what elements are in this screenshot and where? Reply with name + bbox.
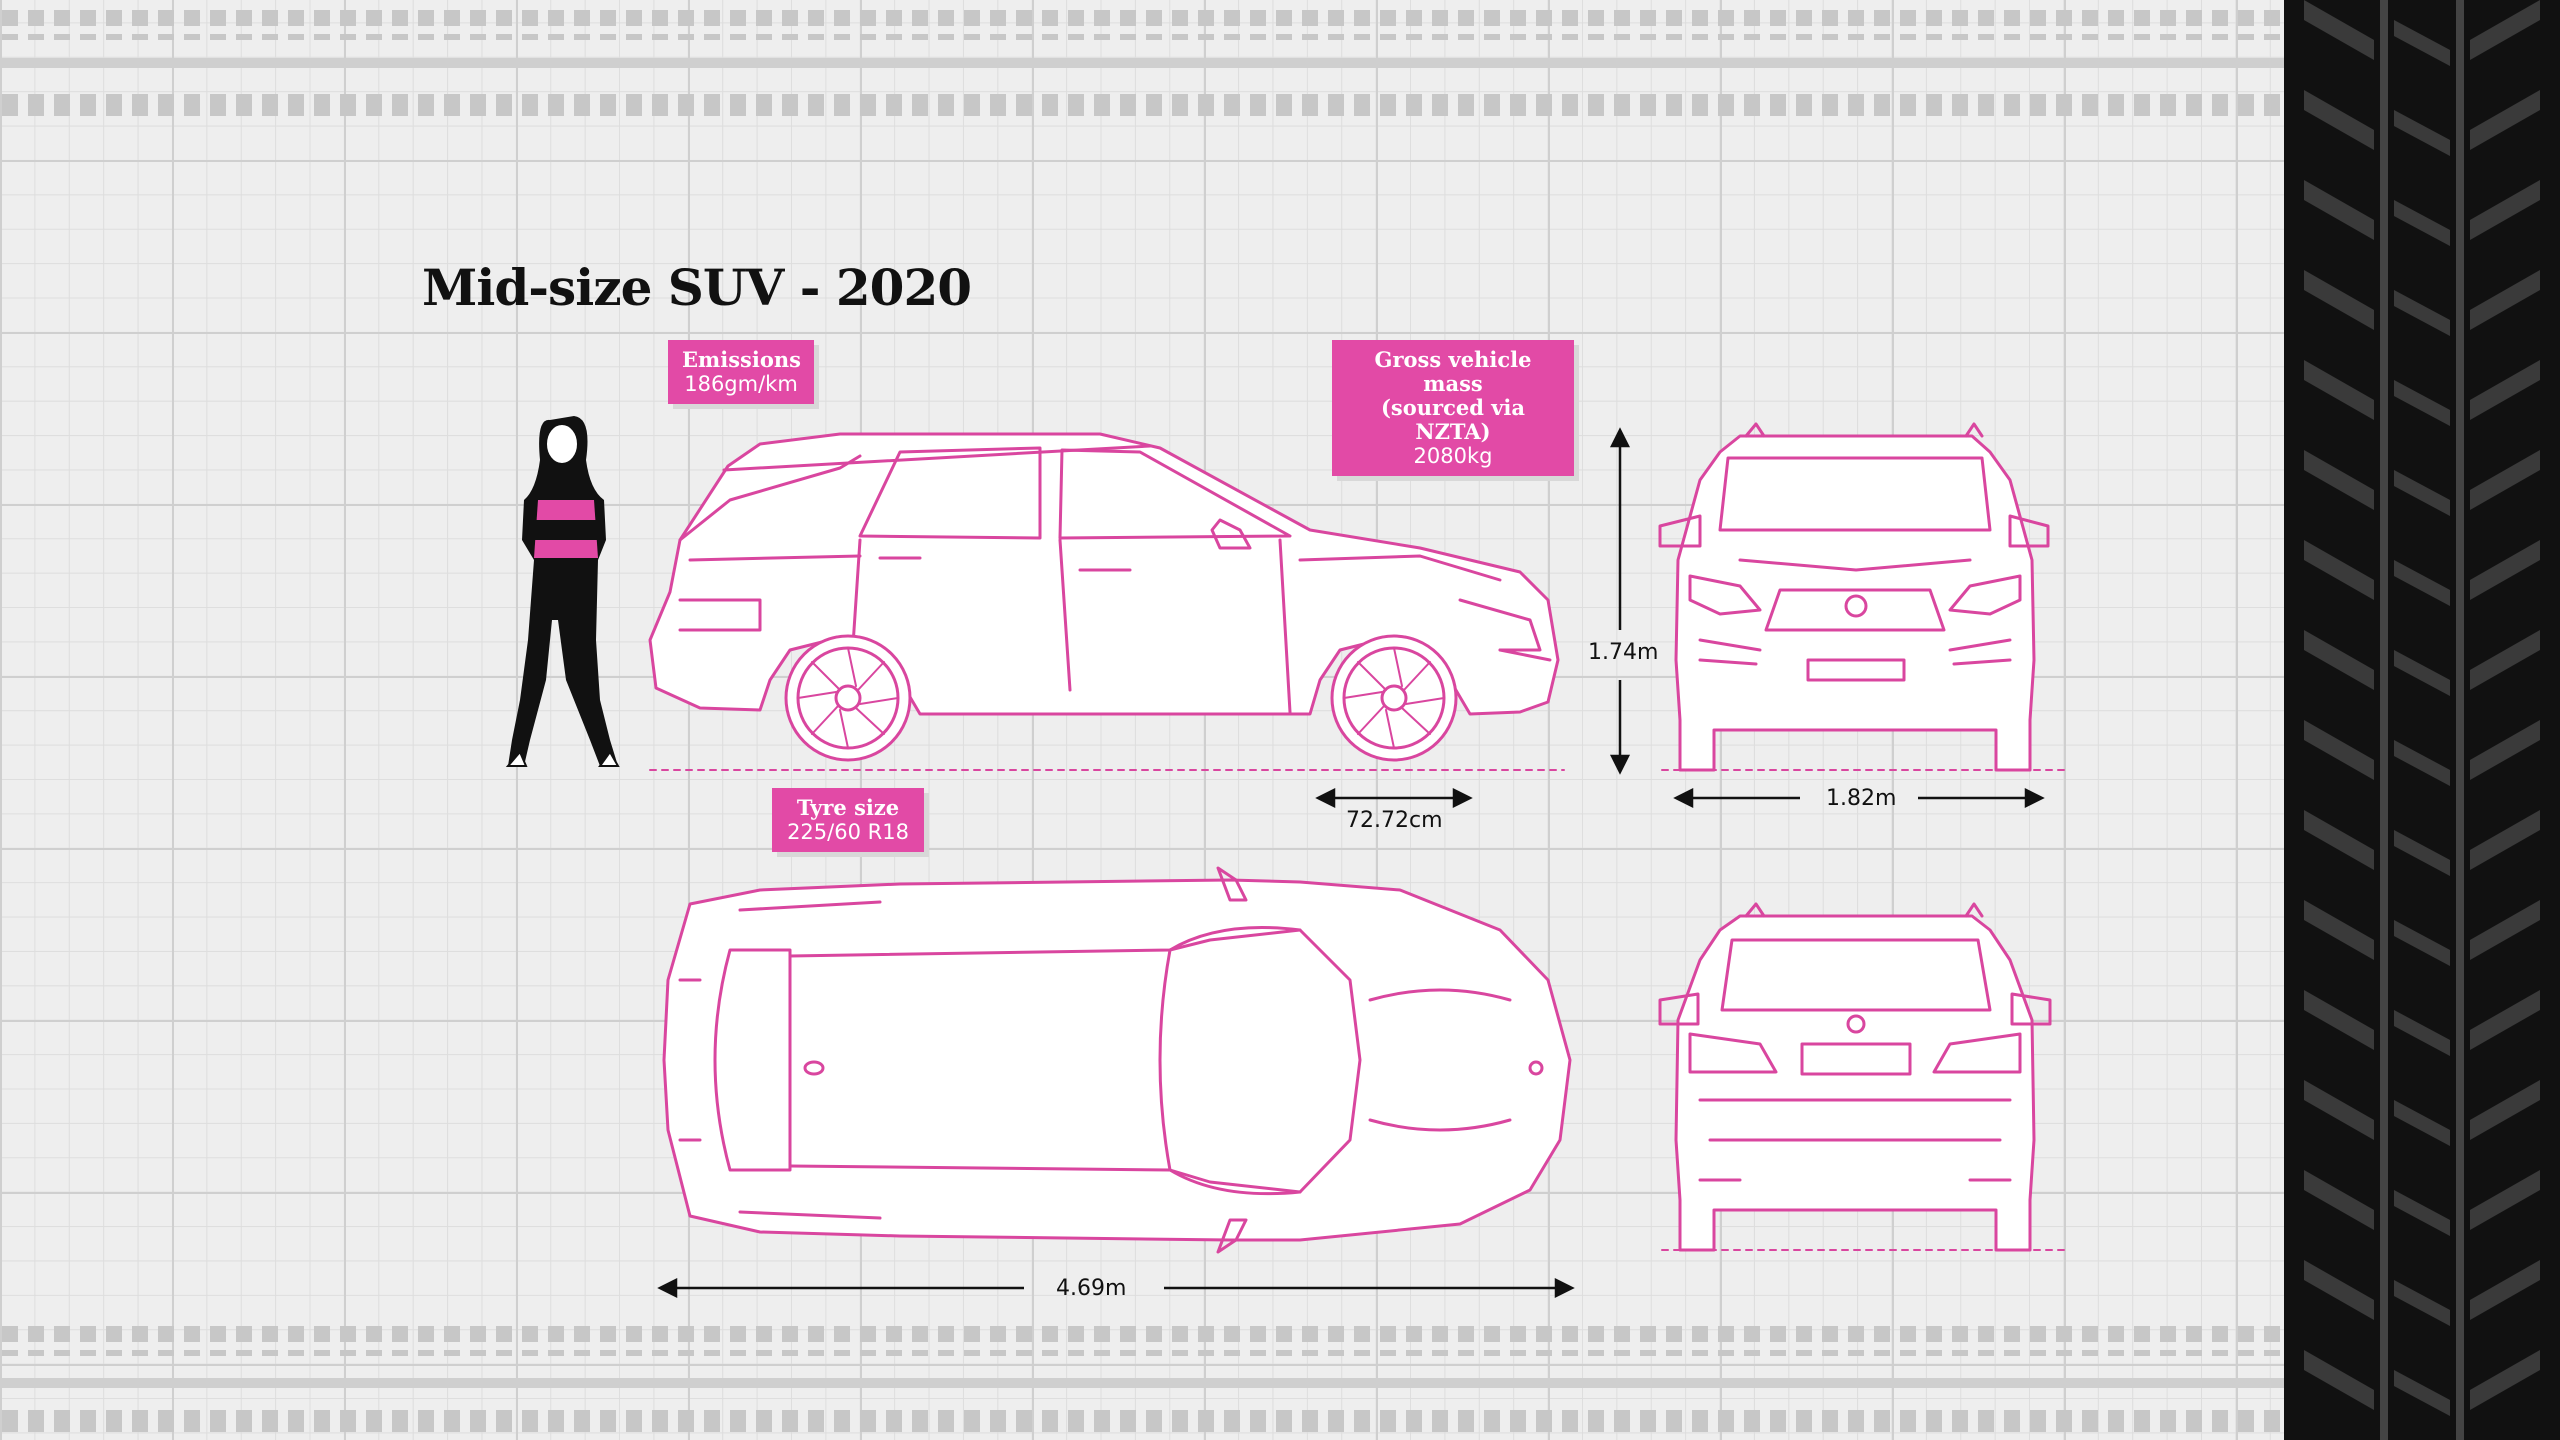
tyre-track-panel	[2284, 0, 2560, 1440]
gvm-value: 2080kg	[1413, 444, 1493, 468]
tyre-size-value: 225/60 R18	[787, 820, 909, 844]
width-dimension: 1.82m	[1826, 786, 1897, 811]
wheel-diameter-dimension: 72.72cm	[1346, 808, 1443, 833]
page-title: Mid-size SUV - 2020	[422, 258, 972, 317]
tyre-size-label: Tyre size	[796, 795, 900, 820]
gvm-label-line2: (sourced via NZTA)	[1380, 395, 1526, 444]
top-tyre-tread-pattern	[0, 10, 2284, 116]
front-view-car	[1658, 422, 2050, 772]
rear-view-car	[1658, 902, 2052, 1252]
top-view-car	[662, 866, 1572, 1254]
gross-vehicle-mass-tag: Gross vehicle mass (sourced via NZTA) 20…	[1332, 340, 1574, 476]
dimension-arrows	[657, 427, 2045, 1299]
height-dimension: 1.74m	[1588, 640, 1659, 665]
gvm-label-line1: Gross vehicle mass	[1374, 347, 1532, 396]
length-dimension: 4.69m	[1056, 1276, 1127, 1301]
vehicle-blueprint-drawing	[505, 416, 2067, 1299]
bottom-tyre-tread-pattern	[0, 1326, 2284, 1434]
emissions-tag: Emissions 186gm/km	[668, 340, 814, 404]
person-silhouette	[505, 416, 620, 767]
emissions-value: 186gm/km	[684, 372, 798, 396]
emissions-label: Emissions	[682, 347, 801, 372]
side-view-car	[648, 432, 1560, 762]
tyre-size-tag: Tyre size 225/60 R18	[772, 788, 924, 852]
